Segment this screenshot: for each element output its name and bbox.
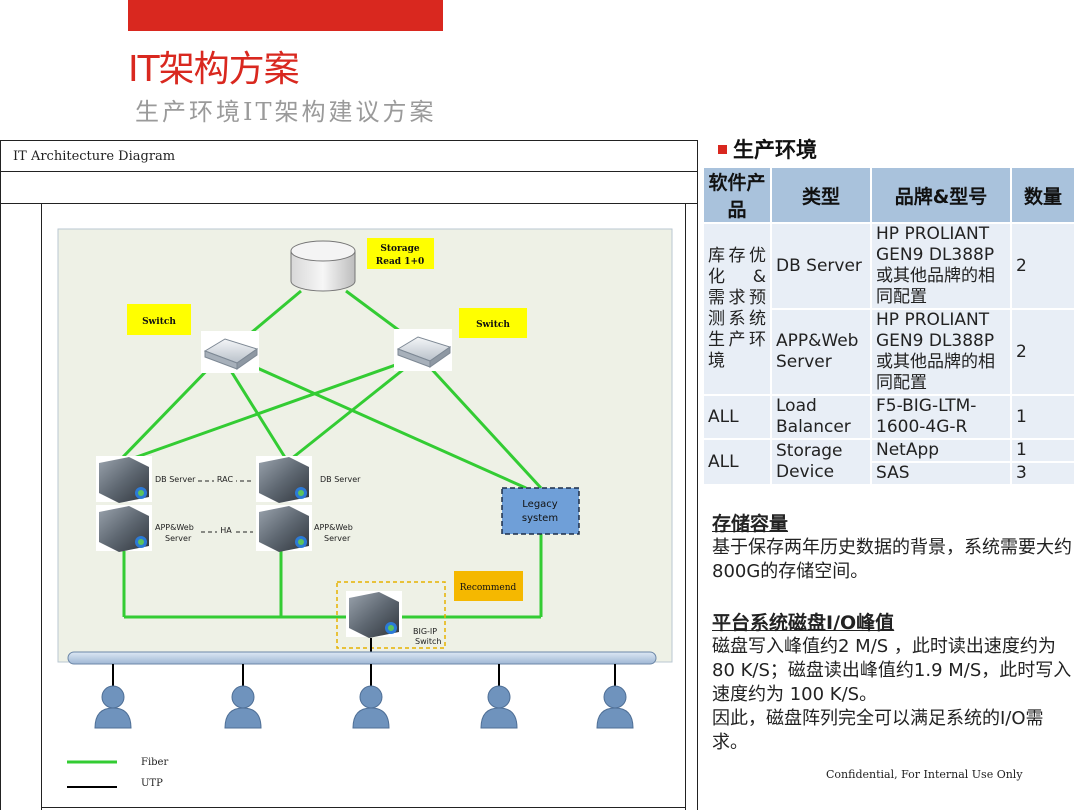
table-cell-qty: 1 — [1012, 440, 1074, 461]
table-cell-model: SAS — [872, 463, 1010, 484]
storage-capacity-text: 基于保存两年历史数据的背景，系统需要大约800G的存储空间。 — [712, 537, 1072, 582]
bigip-switch-icon — [346, 591, 402, 638]
table-cell-model: F5-BIG-LTM-1600-4G-R — [872, 396, 1010, 438]
production-section-title: 生产环境 — [718, 134, 817, 164]
fiber-links — [119, 289, 543, 619]
legacy-system-box — [501, 487, 580, 535]
header-red-bar — [128, 0, 443, 31]
db-server-left-label: DB Server — [155, 475, 196, 484]
table-header-cell: 品牌&型号 — [872, 168, 1010, 222]
bigip-label-line2: Switch — [415, 637, 441, 646]
disk-io-conclusion: 因此，磁盘阵列完全可以满足系统的I/O需求。 — [712, 708, 1044, 753]
switch-right-label-box — [459, 308, 527, 338]
table-row: ALL Load Balancer F5-BIG-LTM-1600-4G-R 1 — [704, 396, 1074, 438]
switch-left-label: Switch — [142, 317, 176, 327]
table-header-cell: 软件产品 — [704, 168, 770, 222]
ha-label: HA — [220, 526, 232, 535]
switch-left-label-box — [127, 304, 191, 335]
table-row: SAS 3 — [704, 463, 1074, 484]
bigip-label-line1: BIG-IP — [413, 627, 437, 636]
table-cell-qty: 2 — [1012, 224, 1074, 308]
switch-right-label: Switch — [476, 320, 510, 330]
rac-label: RAC — [217, 475, 234, 484]
page-title: IT架构方案 — [128, 49, 300, 90]
recommend-label-box — [454, 571, 523, 601]
legend-utp-label: UTP — [141, 778, 163, 789]
table-header-cell: 类型 — [772, 168, 870, 222]
architecture-diagram: Storage Read 1+0 Switch Switch — [57, 228, 673, 789]
production-section-title-text: 生产环境 — [733, 138, 817, 162]
table-cell-product: ALL — [704, 440, 770, 484]
table-cell-qty: 1 — [1012, 396, 1074, 438]
diagram-frame-title: IT Architecture Diagram — [13, 149, 176, 164]
disk-io-block: 平台系统磁盘I/O峰值 磁盘写入峰值约2 M/S ，此时读出速度约为80 K/S… — [712, 611, 1076, 755]
app-server-left-icon — [96, 505, 152, 552]
storage-database-icon — [290, 240, 356, 292]
rac-label-bg — [214, 474, 236, 486]
production-spec-table: 软件产品 类型 品牌&型号 数量 库存优化 & 需求预测系统生产环境 DB Se… — [702, 166, 1076, 486]
table-cell-qty: 3 — [1012, 463, 1074, 484]
diagram-frame-left-column — [1, 204, 42, 810]
app-server-left-label-line1: APP&Web — [155, 523, 194, 532]
disk-io-heading: 平台系统磁盘I/O峰值 — [712, 612, 895, 634]
switch-right-icon — [394, 329, 452, 371]
table-header-row: 软件产品 类型 品牌&型号 数量 — [704, 168, 1074, 222]
table-cell-model: HP PROLIANT GEN9 DL388P 或其他品牌的相同配置 — [872, 310, 1010, 394]
user-icon — [94, 685, 132, 729]
app-server-right-label-line1: APP&Web — [314, 523, 353, 532]
table-cell-qty: 2 — [1012, 310, 1074, 394]
user-icon — [224, 685, 262, 729]
diagram-frame-right-border — [685, 204, 686, 810]
table-cell-product: ALL — [704, 396, 770, 438]
disk-io-text: 磁盘写入峰值约2 M/S ，此时读出速度约为80 K/S；磁盘读出峰值约1.9 … — [712, 636, 1072, 705]
db-server-right-label: DB Server — [320, 475, 361, 484]
table-cell-type: APP&Web Server — [772, 310, 870, 394]
db-server-left-icon — [96, 456, 152, 503]
bigip-highlight-box — [336, 581, 446, 649]
confidential-footer: Confidential, For Internal Use Only — [826, 768, 1023, 781]
diagram-panel — [57, 228, 673, 663]
app-server-right-icon — [256, 505, 312, 552]
storage-label-line2: Read 1+0 — [376, 257, 425, 267]
table-cell-type: DB Server — [772, 224, 870, 308]
storage-capacity-block: 存储容量 基于保存两年历史数据的背景，系统需要大约800G的存储空间。 — [712, 512, 1074, 584]
app-server-right-label-line2: Server — [324, 534, 351, 543]
page-subtitle: 生产环境IT架构建议方案 — [135, 98, 437, 126]
storage-capacity-heading: 存储容量 — [712, 513, 789, 535]
table-row: APP&Web Server HP PROLIANT GEN9 DL388P 或… — [704, 310, 1074, 394]
table-cell-type: Load Balancer — [772, 396, 870, 438]
table-cell-model: NetApp — [872, 440, 1010, 461]
db-server-right-icon — [256, 456, 312, 503]
storage-label-box — [367, 238, 434, 269]
user-utp-links — [112, 664, 616, 687]
table-row: ALL Storage Device NetApp 1 — [704, 440, 1074, 484]
diagram-frame-header: IT Architecture Diagram — [1, 141, 698, 172]
user-icon — [480, 685, 518, 729]
recommend-label: Recommend — [460, 583, 517, 593]
table-cell-product: 库存优化 & 需求预测系统生产环境 — [704, 224, 770, 394]
table-row: 库存优化 & 需求预测系统生产环境 DB Server HP PROLIANT … — [704, 224, 1074, 394]
architecture-diagram-frame: IT Architecture Diagram — [0, 140, 698, 810]
app-server-left-label-line2: Server — [165, 534, 192, 543]
diagram-frame-bottom-border — [42, 807, 685, 808]
ha-label-bg — [217, 525, 235, 537]
switch-left-icon — [201, 331, 259, 373]
user-icon — [352, 685, 390, 729]
table-cell-type: Storage Device — [772, 440, 870, 484]
table-cell-model: HP PROLIANT GEN9 DL388P 或其他品牌的相同配置 — [872, 224, 1010, 308]
legacy-system-label-line1: Legacy — [522, 499, 558, 510]
table-header-cell: 数量 — [1012, 168, 1074, 222]
legend-fiber-label: Fiber — [141, 757, 168, 768]
legacy-system-label-line2: system — [522, 513, 558, 524]
user-icon — [596, 685, 634, 729]
storage-label-line1: Storage — [380, 244, 420, 254]
diagram-frame-row — [1, 172, 698, 204]
network-bus — [67, 651, 657, 665]
red-bullet-icon — [718, 145, 727, 154]
